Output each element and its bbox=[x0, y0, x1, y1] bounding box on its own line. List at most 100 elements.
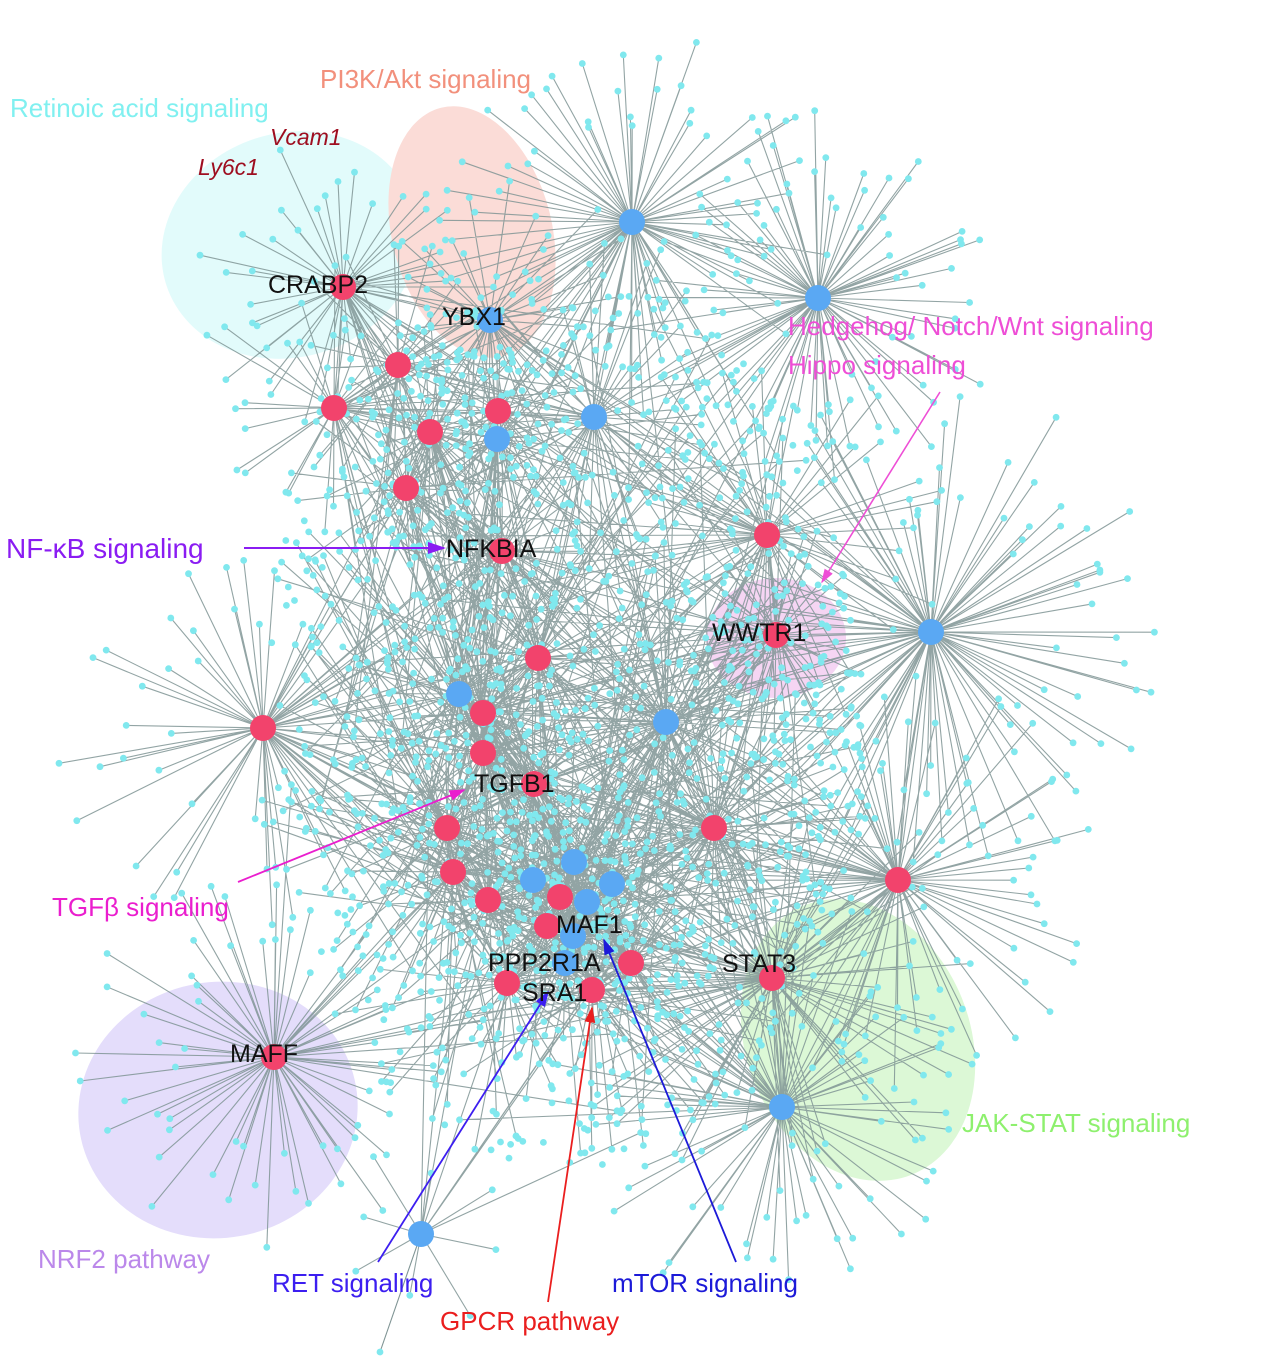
leaf-node bbox=[380, 883, 387, 890]
leaf-node bbox=[433, 878, 441, 886]
leaf-node bbox=[719, 1068, 727, 1076]
leaf-node bbox=[513, 1053, 520, 1061]
leaf-node bbox=[460, 641, 468, 649]
leaf-node bbox=[562, 994, 569, 1002]
leaf-node bbox=[773, 491, 780, 499]
leaf-node bbox=[616, 788, 624, 796]
leaf-node bbox=[350, 733, 357, 741]
leaf-node bbox=[585, 123, 592, 131]
leaf-node bbox=[452, 949, 460, 957]
hub-node-blue bbox=[560, 923, 586, 949]
leaf-node bbox=[436, 248, 444, 256]
leaf-node bbox=[667, 897, 675, 904]
leaf-node bbox=[893, 274, 900, 282]
leaf-node bbox=[697, 980, 705, 988]
leaf-node bbox=[268, 639, 276, 647]
leaf-node bbox=[723, 915, 731, 923]
leaf-node bbox=[672, 520, 679, 527]
leaf-node bbox=[634, 361, 641, 369]
leaf-node bbox=[904, 718, 912, 726]
leaf-node bbox=[456, 354, 463, 361]
leaf-node bbox=[522, 1095, 530, 1102]
leaf-node bbox=[296, 338, 304, 346]
leaf-node bbox=[365, 922, 373, 930]
leaf-node bbox=[507, 873, 515, 881]
leaf-node bbox=[680, 581, 688, 589]
leaf-node bbox=[403, 1025, 411, 1033]
leaf-node bbox=[455, 480, 462, 488]
leaf-node bbox=[770, 680, 778, 688]
leaf-node bbox=[762, 841, 769, 849]
leaf-node bbox=[698, 403, 706, 411]
leaf-node bbox=[817, 479, 825, 487]
leaf-node bbox=[403, 347, 410, 355]
leaf-node bbox=[778, 714, 786, 722]
leaf-node bbox=[439, 1044, 446, 1052]
leaf-node bbox=[389, 737, 396, 744]
leaf-node bbox=[721, 774, 729, 782]
leaf-node bbox=[512, 818, 520, 826]
leaf-node bbox=[425, 747, 433, 755]
leaf-node bbox=[725, 815, 732, 823]
leaf-node bbox=[397, 744, 405, 752]
leaf-node bbox=[739, 437, 746, 445]
leaf-node bbox=[818, 620, 826, 628]
leaf-node bbox=[523, 462, 531, 469]
leaf-node bbox=[155, 1039, 163, 1046]
leaf-node bbox=[807, 743, 814, 751]
leaf-node bbox=[391, 641, 399, 649]
leaf-node bbox=[305, 1199, 312, 1207]
leaf-node bbox=[741, 636, 749, 644]
leaf-node bbox=[449, 504, 457, 512]
leaf-node bbox=[399, 803, 407, 811]
leaf-node bbox=[804, 562, 812, 570]
leaf-node bbox=[294, 497, 302, 504]
leaf-node bbox=[601, 837, 609, 845]
leaf-node bbox=[551, 845, 559, 853]
leaf-node bbox=[829, 763, 837, 771]
ret-arrow bbox=[377, 990, 549, 1263]
leaf-node bbox=[643, 838, 651, 846]
leaf-node bbox=[701, 449, 708, 457]
leaf-node bbox=[403, 457, 410, 465]
leaf-node bbox=[641, 646, 649, 654]
leaf-node bbox=[571, 1065, 579, 1072]
leaf-node bbox=[336, 548, 343, 555]
leaf-node bbox=[529, 698, 537, 705]
leaf-node bbox=[373, 480, 380, 487]
leaf-node bbox=[861, 815, 869, 822]
leaf-node bbox=[728, 749, 735, 757]
leaf-node bbox=[624, 941, 631, 949]
leaf-node bbox=[383, 1151, 390, 1159]
leaf-node bbox=[341, 912, 349, 919]
leaf-node bbox=[532, 472, 540, 480]
leaf-node bbox=[787, 639, 795, 647]
leaf-node bbox=[614, 660, 622, 668]
leaf-node bbox=[342, 253, 350, 261]
leaf-node bbox=[464, 308, 471, 316]
leaf-node bbox=[595, 933, 603, 941]
leaf-node bbox=[409, 772, 416, 780]
leaf-node bbox=[657, 373, 665, 381]
leaf-node bbox=[786, 844, 794, 852]
leaf-node bbox=[542, 347, 550, 355]
leaf-node bbox=[668, 751, 676, 759]
leaf-node bbox=[395, 414, 403, 422]
leaf-node bbox=[464, 739, 471, 747]
leaf-node bbox=[585, 565, 593, 572]
hub-node-red bbox=[759, 965, 785, 991]
leaf-node bbox=[613, 687, 621, 694]
leaf-node bbox=[439, 959, 447, 967]
leaf-node bbox=[515, 367, 522, 375]
leaf-node bbox=[634, 310, 642, 317]
leaf-node bbox=[490, 283, 497, 291]
leaf-node bbox=[933, 498, 941, 506]
leaf-node bbox=[1000, 514, 1008, 522]
leaf-node bbox=[640, 682, 648, 690]
leaf-node bbox=[600, 1003, 607, 1010]
label-gpcr: GPCR pathway bbox=[440, 1306, 619, 1336]
leaf-node bbox=[313, 639, 321, 647]
leaf-node bbox=[422, 205, 430, 213]
leaf-node bbox=[629, 884, 636, 892]
leaf-node bbox=[490, 830, 497, 837]
